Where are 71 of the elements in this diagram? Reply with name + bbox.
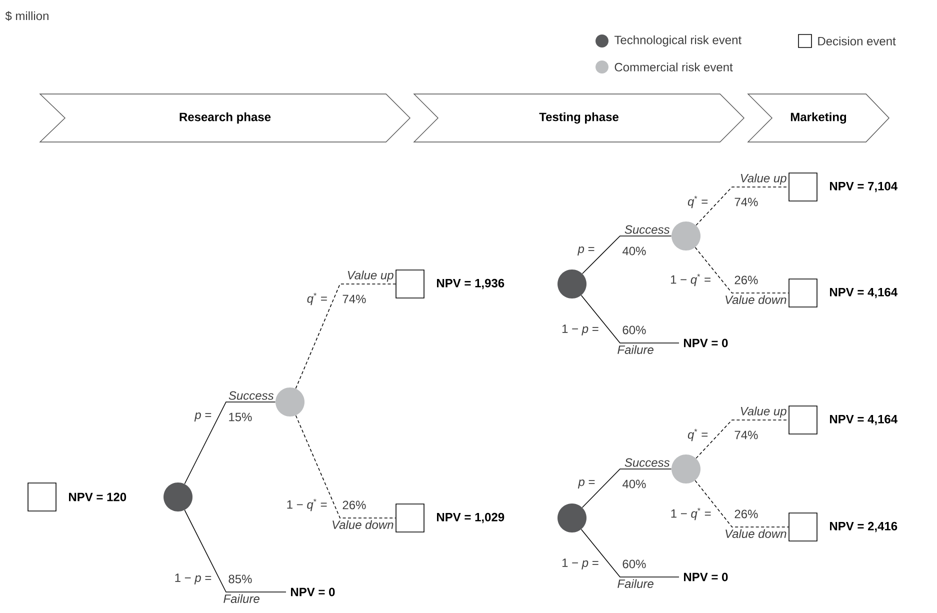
probability-label: 1 − q$^{*}$ = xyxy=(671,508,711,520)
legend-label: Technological risk event xyxy=(614,35,742,47)
percent-label: 74% xyxy=(342,294,366,304)
branch-line xyxy=(295,284,396,389)
phase-banner: Testing phase xyxy=(413,94,744,142)
branch-line xyxy=(694,247,789,294)
npv-label: NPV = 0 xyxy=(684,338,728,348)
branch-label: Failure xyxy=(618,345,654,354)
probability-label: p = xyxy=(194,412,212,422)
branch-line xyxy=(580,295,680,344)
phase-banner: Marketing xyxy=(747,94,890,142)
risk-event-circle xyxy=(672,222,700,250)
branch-label: Failure xyxy=(224,594,260,603)
branch-label: Success xyxy=(624,458,670,467)
risk-event-circle xyxy=(558,504,586,532)
branch-label: Failure xyxy=(618,579,654,588)
percent-label: 74% xyxy=(734,198,758,206)
npv-label: NPV = 2,416 xyxy=(830,522,898,532)
percent-label: 26% xyxy=(342,500,366,510)
branch-label: Success xyxy=(228,391,274,400)
branch-line xyxy=(295,415,396,518)
branch-line xyxy=(582,468,672,508)
unit-note: $ million xyxy=(5,11,48,21)
npv-label: NPV = 7,104 xyxy=(830,182,898,192)
risk-event-circle xyxy=(164,482,192,512)
risk-event-circle xyxy=(276,388,304,416)
branch-line xyxy=(694,480,789,528)
npv-label: NPV = 1,936 xyxy=(437,278,504,290)
probability-label: 1 − p = xyxy=(175,574,212,584)
branch-line xyxy=(696,186,789,226)
risk-event-circle xyxy=(558,270,586,298)
percent-label: 40% xyxy=(622,480,646,488)
probability-label: 1 − q$^{*}$ = xyxy=(287,498,327,512)
branch-label: Value down xyxy=(726,295,786,304)
percent-label: 26% xyxy=(734,510,758,518)
branch-label: Value up xyxy=(740,174,786,185)
branch-line xyxy=(580,529,680,578)
percent-label: 74% xyxy=(734,430,758,440)
percent-label: 15% xyxy=(229,412,252,422)
probability-label: q$^{*}$ = xyxy=(688,428,708,442)
probability-label: 1 − p = xyxy=(562,558,598,570)
probability-label: q$^{*}$ = xyxy=(307,292,327,306)
risk-event-circle xyxy=(672,454,700,484)
probability-label: q$^{*}$ = xyxy=(688,196,708,208)
npv-label: NPV = 1,029 xyxy=(437,512,504,524)
legend-label: Decision event xyxy=(818,36,896,46)
probability-label: 1 − q$^{*}$ = xyxy=(670,274,710,286)
percent-label: 60% xyxy=(622,560,646,568)
percent-label: 60% xyxy=(622,326,646,334)
probability-label: p = xyxy=(578,480,595,488)
branch-label: Value down xyxy=(332,520,394,530)
branch-label: Value up xyxy=(740,406,786,418)
branch-line xyxy=(696,420,789,459)
legend-label: Commercial risk event xyxy=(614,62,733,72)
percent-label: 40% xyxy=(622,246,646,256)
npv-label: NPV = 0 xyxy=(291,588,335,596)
branch-label: Value down xyxy=(726,529,786,538)
npv-label: NPV = 120 xyxy=(69,492,126,502)
branch-line xyxy=(184,402,276,484)
branch-line xyxy=(582,236,672,274)
probability-label: p = xyxy=(578,246,594,256)
percent-label: 26% xyxy=(734,276,758,284)
branch-label: Success xyxy=(624,225,670,234)
npv-label: NPV = 4,164 xyxy=(830,288,898,298)
branch-label: Value up xyxy=(348,270,394,282)
npv-label: NPV = 4,164 xyxy=(830,414,898,426)
probability-label: 1 − p = xyxy=(562,324,598,336)
phase-banner: Research phase xyxy=(39,94,410,142)
percent-label: 85% xyxy=(228,574,252,584)
npv-label: NPV = 0 xyxy=(684,572,728,582)
branch-line xyxy=(184,510,286,592)
